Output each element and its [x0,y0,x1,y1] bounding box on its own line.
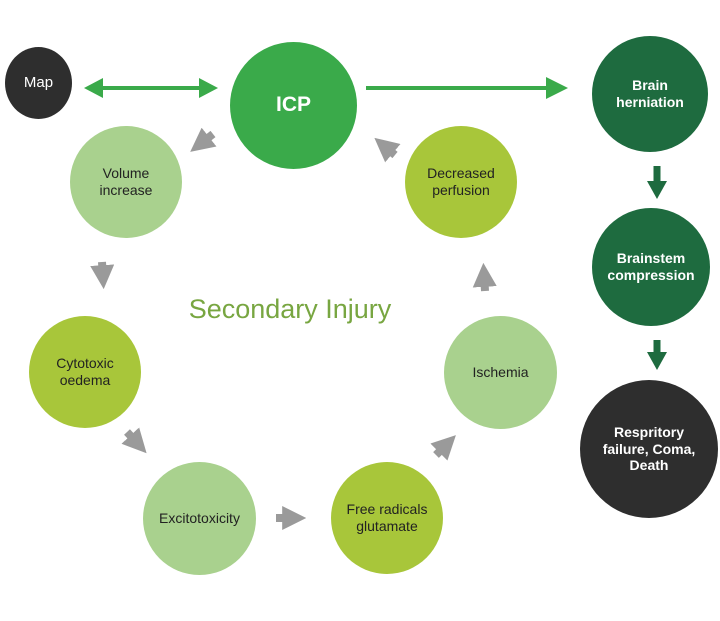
excitotoxicity-node: Excitotoxicity [143,462,256,575]
decreased-perfusion-node: Decreased perfusion [405,126,517,238]
brain-herniation-node: Brain herniation [592,36,708,152]
perfusion-to-icp-arrow [374,137,401,163]
cytotoxic-oedema-label: Cytotoxic oedema [56,355,114,388]
icp-to-volume-arrow [190,127,217,152]
cytotoxic-to-excitotoxicity-arrow [121,427,147,454]
decreased-perfusion-label: Decreased perfusion [427,165,495,198]
secondary-injury-title: Secondary Injury [188,294,392,324]
icp-node: ICP [230,42,357,169]
free-radicals-node: Free radicals glutamate [331,462,443,574]
ischemia-node: Ischemia [444,316,557,429]
map-label: Map [23,74,54,92]
volume-increase-node: Volume increase [70,126,182,238]
map-icp-double-arrow [84,78,218,98]
cytotoxic-oedema-node: Cytotoxic oedema [29,316,141,428]
respiratory-failure-label: Respritory failure, Coma, Death [602,424,696,474]
volume-to-cytotoxic-arrow [90,261,115,290]
ischemia-label: Ischemia [472,364,529,381]
brainstem-compression-node: Brainstem compression [592,208,710,326]
respiratory-failure-node: Respritory failure, Coma, Death [580,380,718,518]
volume-increase-label: Volume increase [99,165,153,198]
excitotoxicity-label: Excitotoxicity [159,510,240,527]
map-node: Map [5,47,72,119]
brain-herniation-label: Brain herniation [616,77,684,110]
brainstem-compression-label: Brainstem compression [607,250,695,283]
icp-label: ICP [275,93,311,117]
brainstem-to-failure-arrow [647,340,667,370]
ischemia-to-perfusion-arrow [472,262,497,292]
freeradicals-to-ischemia-arrow [430,435,456,461]
free-radicals-label: Free radicals glutamate [346,501,428,534]
herniation-to-brainstem-arrow [647,166,667,199]
icp-to-herniation-arrow [366,77,568,99]
